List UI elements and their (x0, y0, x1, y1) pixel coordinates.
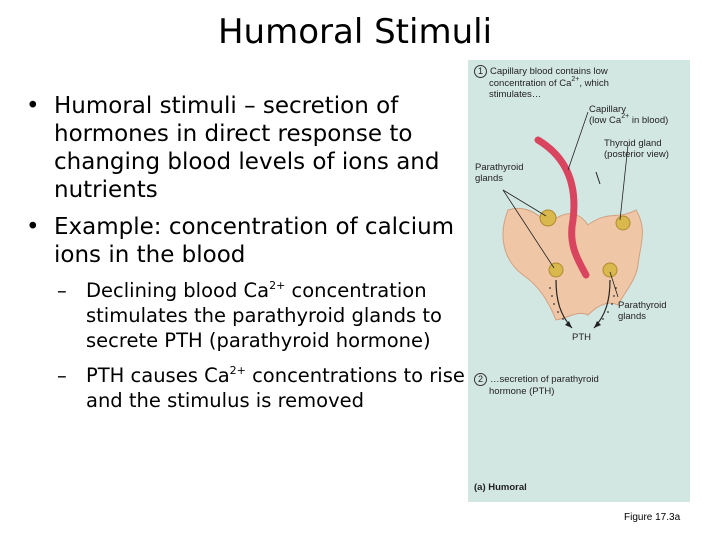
slide-title: Humoral Stimuli (217, 12, 493, 52)
bullet-dot: • (26, 214, 40, 240)
thyroid-illustration (502, 111, 643, 329)
label-line (502, 189, 547, 217)
flow-arrow (595, 171, 601, 185)
bullet-list: • Humoral stimuli – secretion of hormone… (26, 92, 466, 423)
sub-bullet-text: Declining blood Ca2+ concentration stimu… (86, 279, 442, 352)
label-line (609, 271, 619, 298)
sub-bullet-text: PTH causes Ca2+ concentrations to rise a… (86, 364, 465, 412)
sub-bullet-item: – Declining blood Ca2+ concentration sti… (26, 278, 466, 353)
label-line (502, 189, 555, 269)
figure-caption: Figure 17.3a (624, 512, 681, 523)
sub-bullet-dash: – (57, 279, 67, 302)
thyroid-label: Thyroid gland(posterior view) (604, 138, 669, 160)
step2-number: 2 (474, 373, 487, 386)
bullet-dot: • (26, 93, 40, 119)
bullet-text: Humoral stimuli – secretion of hormones … (54, 93, 440, 203)
capillary-vessel (534, 136, 590, 279)
panel-label: (a) Humoral (474, 482, 527, 493)
bullet-item: • Example: concentration of calcium ions… (26, 213, 466, 269)
sub-bullet-dash: – (57, 364, 67, 387)
pth-label: PTH (572, 332, 591, 343)
arrow-head (565, 321, 572, 328)
step1-number: 1 (474, 65, 487, 78)
label-line (619, 144, 629, 221)
step2-label: 2…secretion of parathyroid hormone (PTH) (474, 373, 599, 397)
bullet-text: Example: concentration of calcium ions i… (54, 214, 455, 268)
capillary-label: Capillary (low Ca2+ in blood) (589, 104, 669, 126)
arrow-head (594, 321, 601, 328)
label-line (567, 111, 589, 171)
sub-bullet-item: – PTH causes Ca2+ concentrations to rise… (26, 363, 466, 413)
pth-dots (549, 287, 617, 320)
parathyroid-gland (602, 262, 618, 278)
bullet-item: • Humoral stimuli – secretion of hormone… (26, 92, 466, 204)
parathyroid-gland (548, 262, 564, 278)
parathyroid-gland (539, 209, 557, 227)
parathyroid-gland (615, 215, 631, 231)
